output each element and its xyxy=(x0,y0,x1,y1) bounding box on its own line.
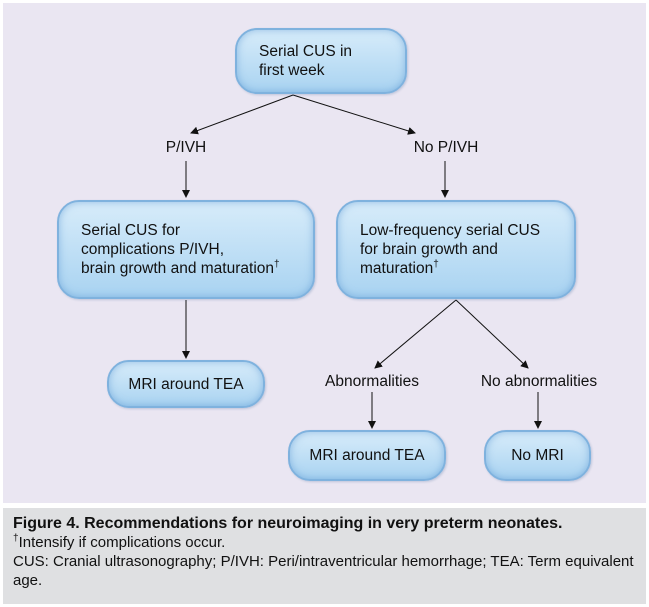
node-line: Serial CUS in xyxy=(259,43,353,60)
flowchart: Serial CUS in first week P/IVH No P/IVH … xyxy=(3,3,646,503)
dagger-mark: † xyxy=(13,533,19,544)
arrow-start-to-p-ivh xyxy=(190,94,294,135)
node-line: complications P/IVH, xyxy=(81,241,224,258)
node-line: Low-frequency serial CUS xyxy=(360,222,541,239)
label-no-p-ivh: No P/IVH xyxy=(413,139,479,156)
node-low-frequency-serial-cus: Low-frequency serial CUS for brain growt… xyxy=(336,200,576,299)
dagger-mark: † xyxy=(433,258,439,270)
node-line: maturation† xyxy=(360,258,439,277)
caption-abbreviations: CUS: Cranial ultrasonography; P/IVH: Per… xyxy=(13,553,634,589)
node-line: first week xyxy=(259,62,325,79)
node-line: for brain growth and xyxy=(360,241,498,258)
node-line: MRI around TEA xyxy=(309,447,425,464)
connector-lines xyxy=(182,94,542,429)
figure-caption: Figure 4. Recommendations for neuroimagi… xyxy=(3,508,646,604)
arrow-right-mid-to-no-abnormalities xyxy=(455,299,529,369)
node-line: MRI around TEA xyxy=(128,375,244,393)
node-serial-cus-complications: Serial CUS for complications P/IVH, brai… xyxy=(57,200,315,299)
node-mri-around-tea-mid: MRI around TEA xyxy=(288,430,446,481)
node-mri-around-tea-left: MRI around TEA xyxy=(107,360,265,408)
label-p-ivh: P/IVH xyxy=(165,139,207,156)
node-no-mri: No MRI xyxy=(484,430,591,481)
node-line: brain growth and maturation† xyxy=(81,258,280,277)
arrow-start-to-no-p-ivh xyxy=(292,94,416,135)
caption-footnote: †Intensify if complications occur. xyxy=(13,533,226,552)
node-line: Serial CUS for xyxy=(81,222,181,239)
caption-title: Figure 4. Recommendations for neuroimagi… xyxy=(13,515,563,532)
node-serial-cus-first-week: Serial CUS in first week xyxy=(235,28,407,94)
dagger-mark: † xyxy=(274,258,280,270)
node-line: No MRI xyxy=(511,447,564,464)
label-no-abnormalities: No abnormalities xyxy=(480,373,598,390)
arrow-right-mid-to-abnormalities xyxy=(374,299,457,369)
label-abnormalities: Abnormalities xyxy=(325,373,419,390)
